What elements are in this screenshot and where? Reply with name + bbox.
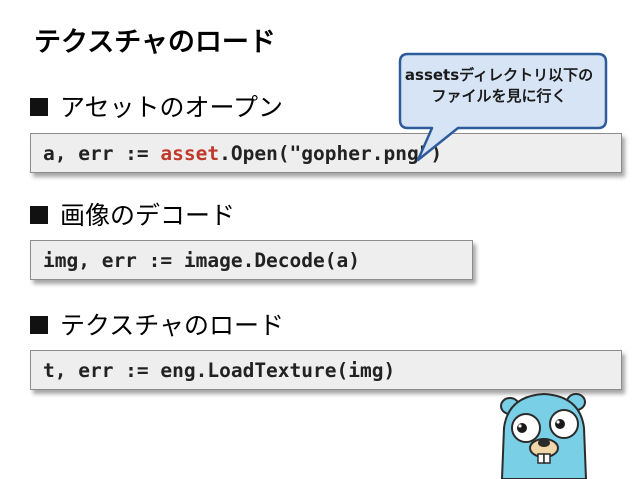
bullet-decode-image: 画像のデコード [30, 196, 235, 232]
bullet-label: アセットのオープン [60, 93, 284, 122]
bullet-label: 画像のデコード [60, 201, 236, 230]
code-highlight: asset [160, 141, 220, 165]
code-text: a, err := [43, 141, 161, 165]
callout-text: assetsディレクトリ以下の ファイルを見に行く [394, 65, 604, 107]
bullet-label: テクスチャのロード [60, 311, 285, 340]
code-text: .Open("gopher.png") [219, 141, 443, 165]
code-block-load: t, err := eng.LoadTexture(img) [30, 350, 622, 390]
square-bullet-icon [30, 98, 48, 116]
code-text: t, err := eng.LoadTexture(img) [43, 358, 396, 382]
bullet-load-texture: テクスチャのロード [30, 306, 284, 342]
slide-title: テクスチャのロード [34, 27, 276, 58]
square-bullet-icon [30, 206, 48, 224]
callout-line-1: assetsディレクトリ以下の [404, 66, 594, 84]
callout-line-2: ファイルを見に行く [431, 87, 567, 105]
square-bullet-icon [30, 316, 48, 334]
code-block-open: a, err := asset.Open("gopher.png") [30, 133, 622, 173]
code-text: img, err := image.Decode(a) [43, 248, 360, 272]
bullet-open-asset: アセットのオープン [30, 88, 283, 124]
code-block-decode: img, err := image.Decode(a) [30, 240, 473, 280]
gopher-mascot-icon [500, 392, 588, 479]
